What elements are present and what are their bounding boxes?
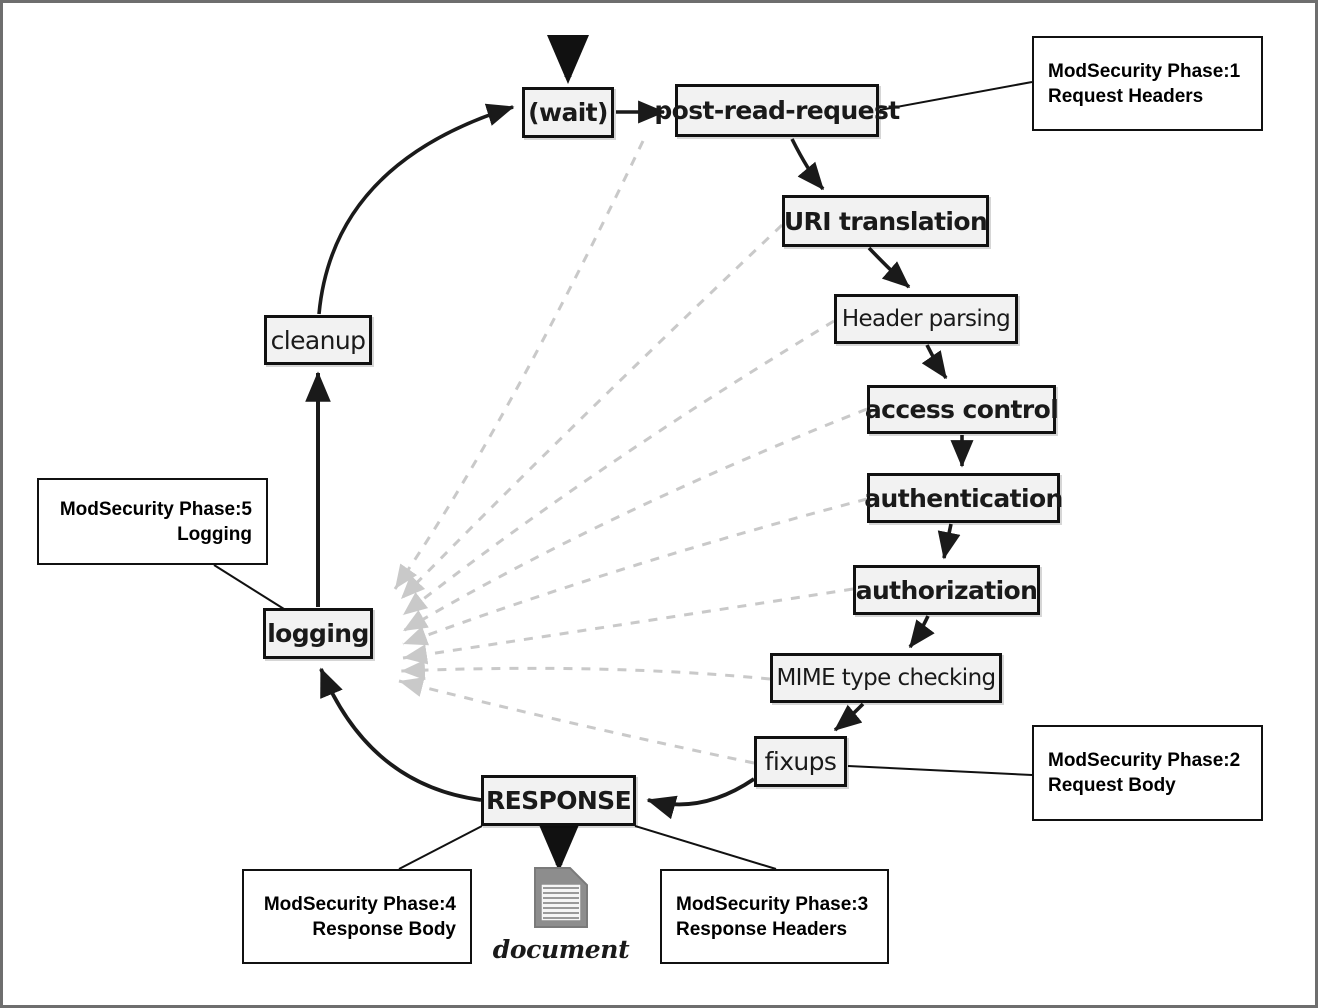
callout-phase3-line1: ModSecurity Phase:3: [676, 893, 869, 915]
node-authentication[interactable]: authentication: [864, 473, 1063, 523]
arrow-mime-type-checking-to-fixups: [833, 702, 865, 732]
arrow-post-read-request-to-uri-translation: [790, 138, 825, 191]
callout-leader-lines: [213, 81, 1033, 870]
node-authorization[interactable]: authorization: [853, 565, 1040, 615]
dashed-hook-post-read-request: [393, 140, 645, 590]
dashed-hook-uri-translation: [399, 223, 784, 601]
callout-modsecurity-phase-4: ModSecurity Phase:4 Response Body: [242, 869, 472, 964]
dashed-hook-fixups: [398, 677, 755, 765]
dashed-hook-access-control: [402, 407, 868, 633]
node-access-control[interactable]: access control: [864, 385, 1059, 434]
arrow-header-parsing-to-access-control: [921, 344, 948, 380]
node-wait[interactable]: (wait): [522, 87, 614, 138]
arrow-authentication-to-authorization: [937, 523, 961, 560]
arrow-uri-translation-to-header-parsing: [867, 246, 911, 289]
node-authorization-label: authorization: [855, 575, 1038, 605]
node-mime-type-checking[interactable]: MIME type checking: [770, 653, 1002, 703]
document-output: document: [493, 865, 630, 964]
node-mime-type-checking-label: MIME type checking: [776, 665, 996, 691]
node-header-parsing-label: Header parsing: [841, 306, 1011, 332]
callout-phase5-line2: Logging: [177, 523, 252, 545]
arrow-fixups-to-response: [646, 777, 756, 820]
document-icon: [534, 867, 588, 928]
leader-phase2: [847, 765, 1033, 776]
callout-phase1-line2: Request Headers: [1048, 85, 1204, 107]
node-access-control-label: access control: [864, 395, 1059, 424]
callout-modsecurity-phase-1: ModSecurity Phase:1 Request Headers: [1032, 36, 1263, 131]
leader-phase1: [879, 81, 1033, 111]
connector-layer: [213, 35, 1033, 872]
dashed-logging-hooks: [393, 140, 868, 765]
node-post-read-request[interactable]: post-read-request: [654, 84, 900, 137]
callout-modsecurity-phase-3: ModSecurity Phase:3 Response Headers: [660, 869, 889, 964]
node-logging[interactable]: logging: [263, 608, 373, 659]
node-wait-label: (wait): [528, 98, 608, 127]
node-uri-translation[interactable]: URI translation: [782, 195, 989, 247]
dashed-hook-mime-type-checking: [400, 659, 771, 681]
dashed-hook-authentication: [402, 497, 868, 646]
callout-phase4-line2: Response Body: [312, 918, 456, 940]
node-fixups-label: fixups: [764, 747, 837, 776]
callout-phase2-line1: ModSecurity Phase:2: [1048, 750, 1241, 771]
node-uri-translation-label: URI translation: [783, 206, 988, 236]
dashed-hook-header-parsing: [402, 319, 835, 617]
leader-phase3: [634, 825, 777, 870]
node-post-read-request-label: post-read-request: [654, 96, 900, 125]
callout-modsecurity-phase-5: ModSecurity Phase:5 Logging: [37, 478, 268, 565]
node-cleanup-label: cleanup: [270, 325, 366, 355]
arrow-cleanup-to-wait: [317, 103, 515, 315]
node-response[interactable]: RESPONSE: [481, 775, 636, 826]
arrow-response-to-logging: [319, 667, 482, 802]
document-label: document: [492, 935, 630, 964]
arrow-authorization-to-mime-type-checking: [908, 615, 935, 649]
leader-phase4: [398, 825, 483, 870]
callout-phase3-line2: Response Headers: [676, 918, 848, 940]
callout-phase4-line1: ModSecurity Phase:4: [263, 893, 456, 915]
node-logging-label: logging: [267, 619, 369, 648]
callout-phase5-line1: ModSecurity Phase:5: [59, 498, 252, 520]
node-authentication-label: authentication: [864, 483, 1063, 513]
node-cleanup[interactable]: cleanup: [264, 315, 372, 365]
dashed-hook-authorization: [402, 587, 854, 665]
callout-phase2-line2: Request Body: [1048, 775, 1176, 796]
callout-phase1-line1: ModSecurity Phase:1: [1048, 60, 1241, 82]
node-response-label: RESPONSE: [485, 786, 632, 815]
node-fixups[interactable]: fixups: [754, 736, 847, 787]
leader-phase5: [213, 564, 285, 610]
callout-modsecurity-phase-2: ModSecurity Phase:2 Request Body: [1032, 725, 1263, 821]
node-header-parsing[interactable]: Header parsing: [834, 294, 1018, 344]
